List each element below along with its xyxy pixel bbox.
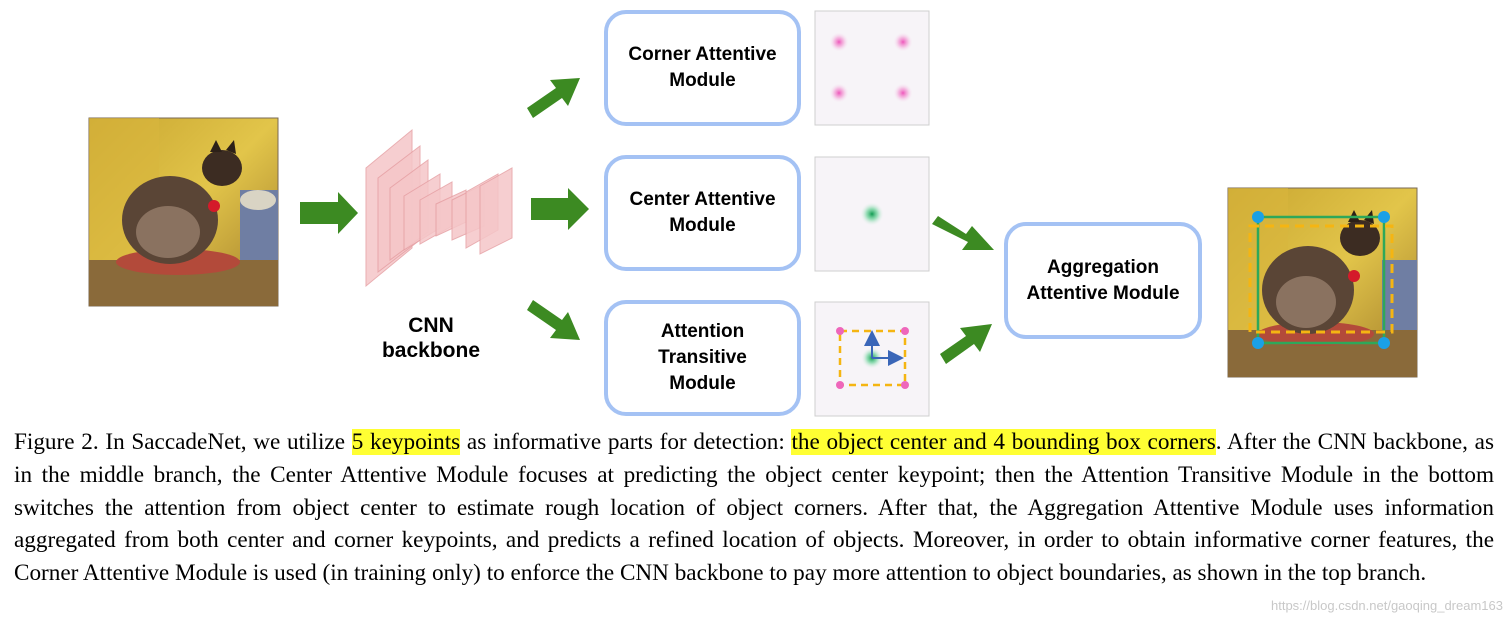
caption-suffix: . After the CNN backbone, as in the midd… <box>14 429 1494 587</box>
watermark: https://blog.csdn.net/gaoqing_dream163 <box>1270 598 1503 613</box>
cnn-backbone-layers <box>365 128 513 288</box>
attention-transitive-module: Attention Transitive Module <box>604 300 801 416</box>
figure-caption: Figure 2. In SaccadeNet, we utilize 5 ke… <box>14 426 1494 590</box>
caption-mid: as informative parts for detection: <box>460 429 792 455</box>
aggregation-attentive-module: Aggregation Attentive Module <box>1004 222 1202 339</box>
caption-highlight-keypoints: 5 keypoints <box>351 429 461 455</box>
arrow-to-cnn <box>300 192 358 234</box>
arrow-transitive-to-aggregation <box>940 324 992 364</box>
predicted-box-overlay <box>1248 211 1394 349</box>
center-attentive-module: Center Attentive Module <box>604 155 801 271</box>
arrow-to-corner-module <box>527 78 580 118</box>
cnn-backbone-label: CNN backbone <box>381 314 481 362</box>
transitive-heatmap <box>814 301 930 417</box>
caption-prefix: Figure 2. In SaccadeNet, we utilize <box>14 429 352 455</box>
arrow-to-center-module <box>531 188 589 230</box>
arrow-center-to-aggregation <box>932 216 994 250</box>
center-heatmap <box>814 156 930 272</box>
corner-heatmap <box>814 10 930 126</box>
arrow-to-transitive-module <box>527 300 580 340</box>
corner-attentive-module: Corner Attentive Module <box>604 10 801 126</box>
diagram-canvas <box>88 10 1418 417</box>
input-cat-photo <box>88 117 279 307</box>
caption-highlight-corners: the object center and 4 bounding box cor… <box>791 429 1216 455</box>
